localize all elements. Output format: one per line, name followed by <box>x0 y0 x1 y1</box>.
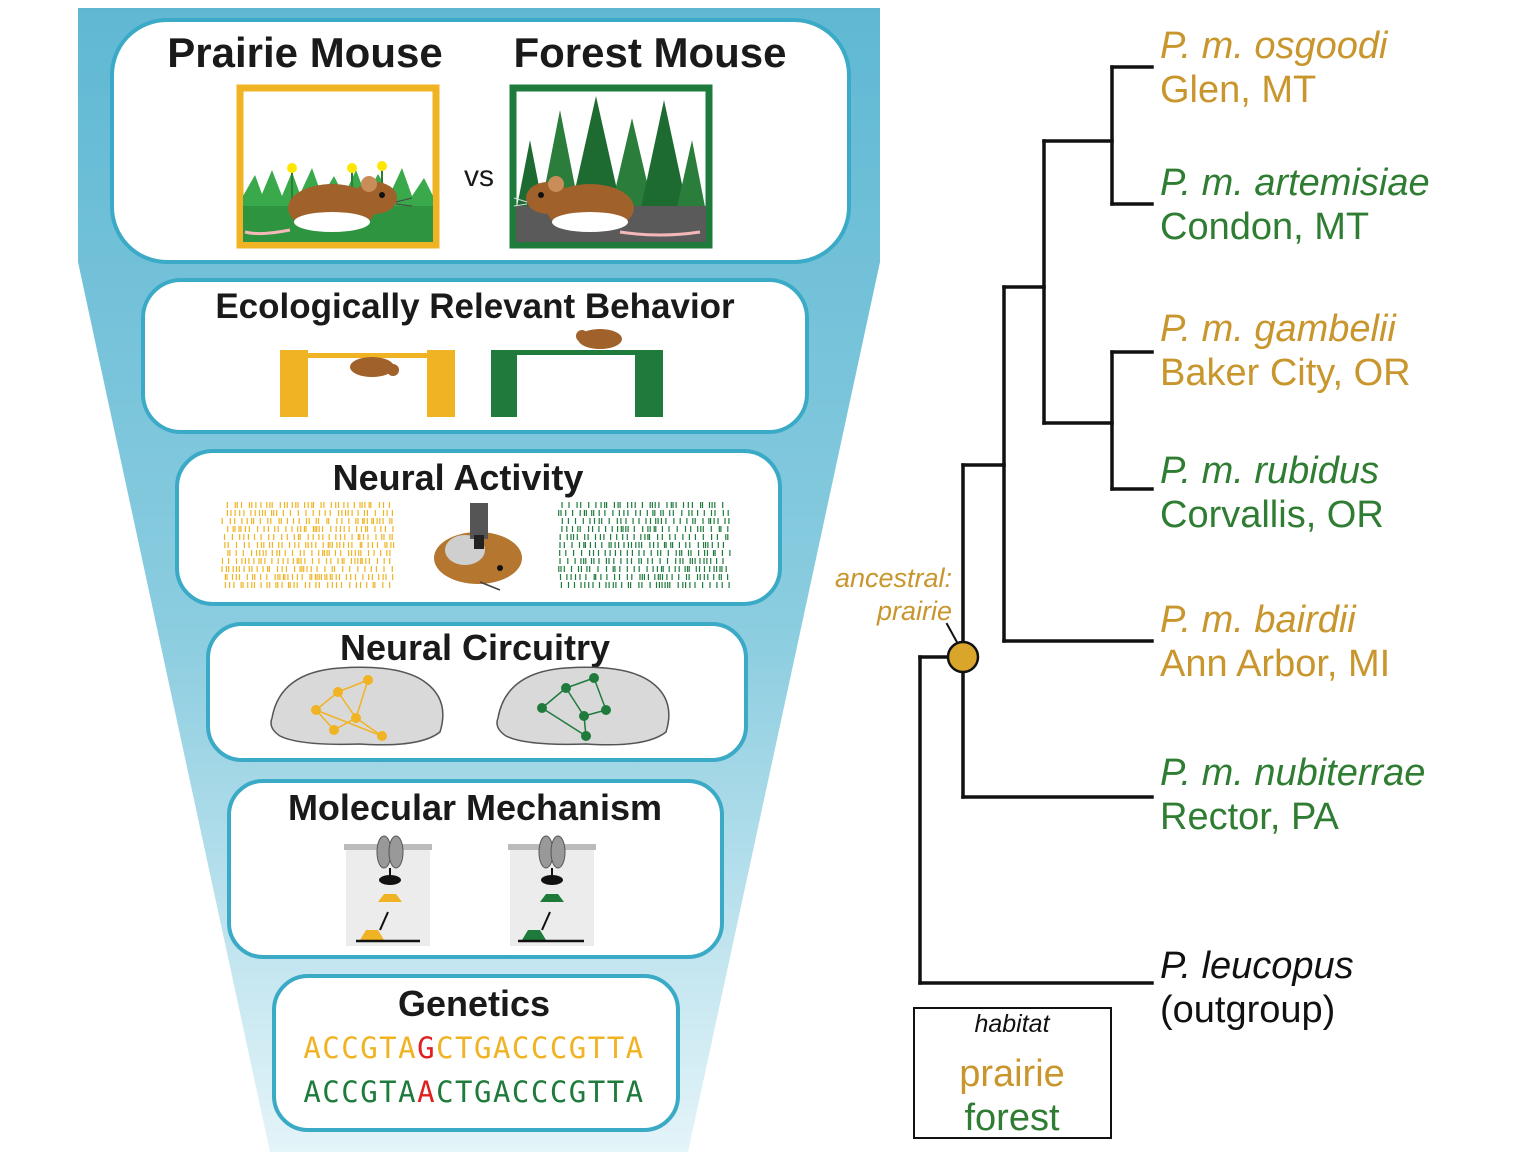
svg-text:P. m. bairdii: P. m. bairdii <box>1160 599 1357 641</box>
legend-forest: forest <box>964 1097 1059 1139</box>
neural-circuitry-panel: Neural Circuitry <box>206 622 748 762</box>
legend-title: habitat <box>974 1010 1050 1038</box>
legend-prairie: prairie <box>959 1053 1065 1095</box>
forest-sequence: ACCGTAACTGACCCGTTA <box>303 1075 644 1109</box>
behavior-title: Ecologically Relevant Behavior <box>215 287 735 326</box>
tip-artemisiae: P. m. artemisiae Condon, MT <box>1160 162 1430 248</box>
svg-text:P. m. nubiterrae: P. m. nubiterrae <box>1160 752 1425 794</box>
prairie-rod-apparatus <box>280 350 455 417</box>
genetics-panel: Genetics ACCGTAGCTGACCCGTTA ACCGTAACTGAC… <box>272 974 680 1132</box>
phylogenetic-tree <box>918 65 1154 985</box>
prairie-mouse-icon <box>244 176 413 236</box>
behavior-panel: Ecologically Relevant Behavior <box>141 278 809 434</box>
neural-circuitry-title: Neural Circuitry <box>340 627 610 668</box>
ancestral-callout-line <box>945 622 960 646</box>
molecular-panel: Molecular Mechanism <box>227 779 724 959</box>
tip-osgoodi: P. m. osgoodi Glen, MT <box>1160 25 1389 111</box>
prairie-brain-network <box>270 666 444 746</box>
tip-bairdii: P. m. bairdii Ann Arbor, MI <box>1160 599 1390 685</box>
genetics-title: Genetics <box>398 983 550 1024</box>
prairie-scene <box>236 84 440 249</box>
svg-text:Rector, PA: Rector, PA <box>1160 796 1339 838</box>
svg-text:P. m. osgoodi: P. m. osgoodi <box>1160 25 1389 67</box>
molecular-title: Molecular Mechanism <box>288 787 662 828</box>
habitat-legend: habitat prairie forest <box>913 1007 1112 1139</box>
tip-nubiterrae: P. m. nubiterrae Rector, PA <box>1160 752 1425 838</box>
tip-gambelii: P. m. gambelii Baker City, OR <box>1160 308 1411 394</box>
prairie-sequence: ACCGTAGCTGACCCGTTA <box>303 1031 644 1065</box>
svg-text:P. m. rubidus: P. m. rubidus <box>1160 450 1379 492</box>
ancestral-label-line1: ancestral: <box>835 563 952 593</box>
svg-text:Glen, MT: Glen, MT <box>1160 69 1316 111</box>
svg-text:Baker City, OR: Baker City, OR <box>1160 352 1411 394</box>
ancestral-label-line2: prairie <box>876 596 952 626</box>
neural-activity-panel: Neural Activity <box>175 449 782 606</box>
ancestral-node-marker <box>946 640 980 674</box>
svg-text:P. m. gambelii: P. m. gambelii <box>1160 308 1397 350</box>
prairie-cell-pathway <box>344 835 432 946</box>
svg-text:P. m. artemisiae: P. m. artemisiae <box>1160 162 1430 204</box>
svg-text:(outgroup): (outgroup) <box>1160 989 1335 1031</box>
tip-leucopus: P. leucopus (outgroup) <box>1160 945 1354 1031</box>
forest-cell-pathway <box>508 835 596 946</box>
forest-brain-network <box>496 666 670 746</box>
recording-mouse-icon <box>434 503 522 591</box>
comparison-panel: Prairie Mouse Forest Mouse vs <box>110 18 851 264</box>
prairie-spike-raster <box>221 502 395 588</box>
svg-text:Corvallis, OR: Corvallis, OR <box>1160 494 1384 536</box>
forest-rod-apparatus <box>491 329 663 417</box>
tip-rubidus: P. m. rubidus Corvallis, OR <box>1160 450 1384 536</box>
neural-activity-title: Neural Activity <box>333 457 584 498</box>
forest-spike-raster <box>558 502 731 588</box>
svg-text:P. leucopus: P. leucopus <box>1160 945 1354 987</box>
forest-mouse-title: Forest Mouse <box>513 29 786 76</box>
forest-scene <box>509 84 713 249</box>
vs-label: vs <box>464 160 494 193</box>
svg-text:Condon, MT: Condon, MT <box>1160 206 1369 248</box>
svg-text:Ann Arbor, MI: Ann Arbor, MI <box>1160 643 1390 685</box>
forest-mouse-icon <box>513 176 701 237</box>
prairie-mouse-title: Prairie Mouse <box>167 29 442 76</box>
